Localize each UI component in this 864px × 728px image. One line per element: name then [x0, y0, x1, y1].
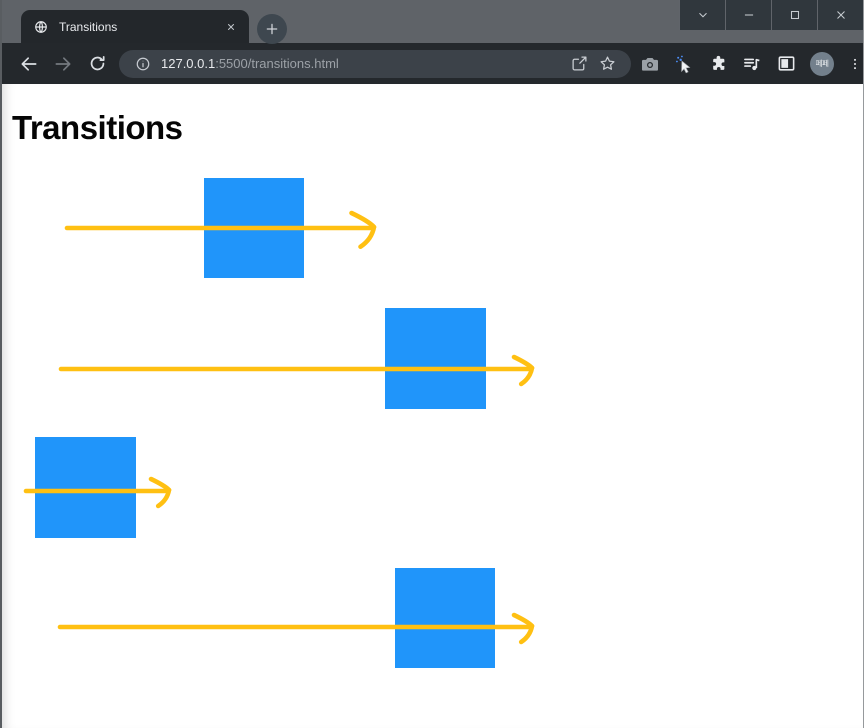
annotation-arrow — [64, 210, 377, 250]
window-controls — [679, 0, 863, 30]
puzzle-icon — [712, 55, 724, 70]
annotation-arrow — [23, 476, 172, 509]
globe-icon — [31, 17, 51, 37]
chevron-down-icon — [698, 12, 707, 18]
transition-square — [35, 437, 136, 538]
address-bar[interactable]: 127.0.0.1:5500/transitions.html — [119, 49, 631, 78]
minimize-icon — [744, 14, 753, 16]
camera-icon — [642, 57, 658, 71]
media-queue-extension-button[interactable] — [742, 54, 762, 74]
url-host: 127.0.0.1 — [161, 56, 216, 71]
profile-avatar[interactable]: 페페 — [810, 51, 834, 76]
site-info-icon[interactable] — [133, 54, 153, 74]
back-arrow-icon — [21, 56, 37, 71]
browser-menu-button[interactable] — [848, 54, 862, 74]
split-view-icon — [778, 56, 794, 71]
plus-icon — [266, 23, 278, 35]
media-queue-icon — [744, 58, 760, 70]
three-dot-menu-icon — [854, 58, 856, 69]
browser-toolbar: 127.0.0.1:5500/transitions.html — [2, 43, 863, 84]
tab-close-icon[interactable] — [223, 19, 239, 35]
maximize-icon — [790, 10, 799, 20]
window-close-button[interactable] — [817, 0, 863, 30]
share-icon[interactable] — [569, 54, 589, 74]
reload-icon — [90, 55, 105, 71]
bookmark-star-icon[interactable] — [597, 54, 617, 74]
forward-arrow-icon — [55, 56, 71, 71]
tab-strip: Transitions — [2, 0, 863, 44]
window-maximize-button[interactable] — [771, 0, 817, 30]
window-minimize-button[interactable] — [725, 0, 771, 30]
smart-cursor-extension-button[interactable] — [674, 54, 694, 74]
back-button[interactable] — [17, 52, 41, 76]
page-content: Transitions — [2, 84, 863, 728]
smart-cursor-icon — [676, 55, 691, 73]
forward-button[interactable] — [51, 52, 75, 76]
extensions-button[interactable] — [708, 54, 728, 74]
transition-square — [385, 308, 486, 409]
tab-title: Transitions — [59, 19, 118, 34]
new-tab-button[interactable] — [257, 14, 287, 44]
split-view-extension-button[interactable] — [776, 54, 796, 74]
url-path: :5500/transitions.html — [215, 56, 339, 71]
browser-tab[interactable]: Transitions — [21, 10, 249, 43]
close-icon — [836, 11, 845, 19]
annotation-arrow — [58, 354, 535, 387]
camera-extension-button[interactable] — [640, 54, 660, 74]
transition-square — [395, 568, 495, 668]
reload-button[interactable] — [85, 52, 109, 76]
window-expand-chevron-button[interactable] — [679, 0, 725, 30]
url-text[interactable]: 127.0.0.1:5500/transitions.html — [161, 56, 561, 71]
page-title: Transitions — [12, 109, 183, 146]
annotation-arrow — [57, 612, 535, 645]
